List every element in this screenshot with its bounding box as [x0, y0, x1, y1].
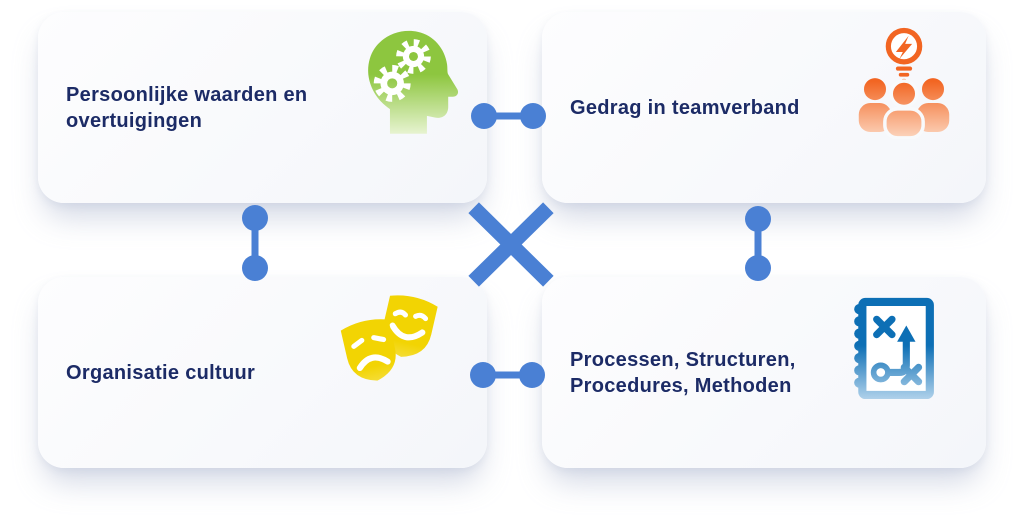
gear-icon [373, 64, 411, 102]
top-horizontal-dumbbell-connector [471, 103, 546, 129]
card-label: Organisatie cultuur [66, 361, 256, 384]
x-mark [873, 315, 896, 339]
right-vertical-dumbbell-connector [745, 206, 771, 281]
x-mark [900, 363, 923, 386]
card-gedrag-teamverband: Gedrag in teamverband [542, 12, 986, 203]
gear-icon [396, 39, 431, 74]
team-lightbulb-icon [858, 27, 950, 139]
theater-masks-icon [340, 295, 438, 381]
comedy-mask-icon [382, 295, 438, 357]
head-with-gears-icon [368, 30, 459, 134]
tragedy-mask-icon [340, 319, 396, 381]
left-vertical-dumbbell-connector [242, 205, 268, 281]
card-organisatie-cultuur: Organisatie cultuur [38, 277, 487, 468]
bottom-horizontal-dumbbell-connector [470, 362, 545, 388]
person-icon [858, 78, 892, 133]
card-processen-structuren: Processen, Structuren, Procedures, Metho… [542, 277, 986, 468]
card-label: Gedrag in teamverband [570, 96, 800, 119]
person-icon [916, 78, 950, 133]
card-label: Processen, Structuren, Procedures, Metho… [570, 348, 796, 397]
lightbulb-bolt-icon [885, 27, 923, 83]
card-persoonlijke-waarden: Persoonlijke waarden en overtuigingen [38, 12, 487, 203]
tactics-plan-icon [854, 297, 934, 400]
card-label: Persoonlijke waarden en overtuigingen [66, 83, 308, 132]
person-icon [883, 79, 925, 139]
x-cross-icon [468, 202, 554, 287]
